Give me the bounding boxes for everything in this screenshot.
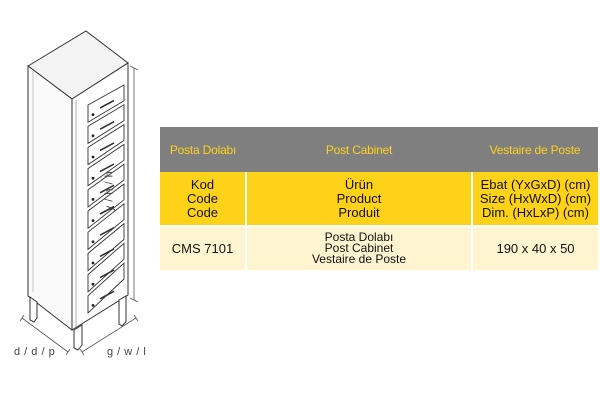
mail-slot — [99, 142, 115, 152]
lock-icon — [91, 282, 95, 286]
cabinet-leg-right — [118, 295, 127, 327]
code-label: Kod — [190, 176, 215, 192]
header-cell: Post Cabinet — [246, 127, 472, 172]
compartment-door — [87, 104, 125, 145]
lock-icon — [91, 134, 95, 138]
product-row: CMS 7101 Posta Dolabı Post Cabinet Vesta… — [160, 226, 598, 270]
mail-slot — [99, 184, 115, 194]
mail-slot — [99, 120, 115, 130]
code-label-cell: Kod Code Code — [160, 172, 246, 227]
compartment-door — [87, 84, 125, 123]
size-label: Size (HxWxD) (cm) — [479, 190, 592, 206]
mail-slot — [99, 163, 115, 173]
lock-icon — [91, 176, 95, 180]
spec-table: Posta Dolabı Post Cabinet Vestaire de Po… — [160, 127, 598, 270]
code-label: Code — [186, 204, 219, 220]
size-label-cell: Ebat (YxGxD) (cm) Size (HxWxD) (cm) Dim.… — [471, 172, 598, 227]
compartment-door — [87, 183, 125, 230]
product-name-cell: Posta Dolabı Post Cabinet Vestaire de Po… — [245, 226, 472, 270]
product-label: Ürün — [344, 176, 374, 192]
size-label: Dim. (HxLxP) (cm) — [482, 204, 589, 220]
code-label: Code — [186, 190, 219, 206]
compartment-door — [87, 262, 125, 315]
product-code: CMS 7101 — [160, 226, 246, 270]
height-dimension-label: y / h / h — [103, 170, 116, 212]
lock-icon — [91, 304, 95, 307]
cabinet-drawing — [19, 30, 139, 356]
lock-icon — [91, 261, 95, 265]
cabinet-side — [27, 65, 73, 332]
cabinet-leg-front — [73, 324, 83, 351]
depth-dimension-label: d / d / p — [14, 346, 56, 358]
header-cell: Vestaire de Poste — [472, 127, 598, 172]
compartment-door — [87, 242, 125, 293]
mail-slot — [99, 99, 115, 109]
mail-slot — [99, 269, 115, 279]
compartment-door — [87, 123, 125, 166]
lock-icon — [91, 155, 95, 159]
compartment-door — [87, 222, 125, 272]
product-size: 190 x 40 x 50 — [471, 226, 598, 270]
mail-slot — [99, 290, 115, 300]
width-dimension-label: g / w / l — [107, 346, 147, 358]
product-label: Produit — [338, 204, 380, 220]
mail-slot — [99, 248, 115, 258]
cabinet-leg-left — [29, 296, 38, 323]
mail-slot — [99, 226, 115, 236]
product-label-cell: Ürün Product Produit — [245, 172, 472, 227]
cabinet-doors — [87, 84, 125, 315]
lock-icon — [91, 198, 95, 201]
header-cell: Posta Dolabı — [160, 127, 246, 172]
size-label: Ebat (YxGxD) (cm) — [480, 176, 591, 192]
dimension-lines — [19, 65, 139, 356]
product-name: Post Cabinet — [324, 241, 394, 255]
lock-icon — [91, 219, 95, 223]
lock-icon — [91, 240, 95, 244]
lock-icon — [91, 113, 95, 116]
product-name: Vestaire de Poste — [311, 252, 407, 266]
compartment-door — [87, 143, 125, 187]
product-label: Product — [336, 190, 382, 206]
label-row: Kod Code Code Ürün Product Produit Ebat … — [160, 172, 598, 227]
compartment-door — [87, 202, 125, 251]
product-name: Posta Dolabı — [324, 230, 394, 244]
header-row: Posta Dolabı Post Cabinet Vestaire de Po… — [160, 127, 598, 172]
mail-slot — [99, 205, 115, 215]
compartment-door — [87, 163, 125, 208]
